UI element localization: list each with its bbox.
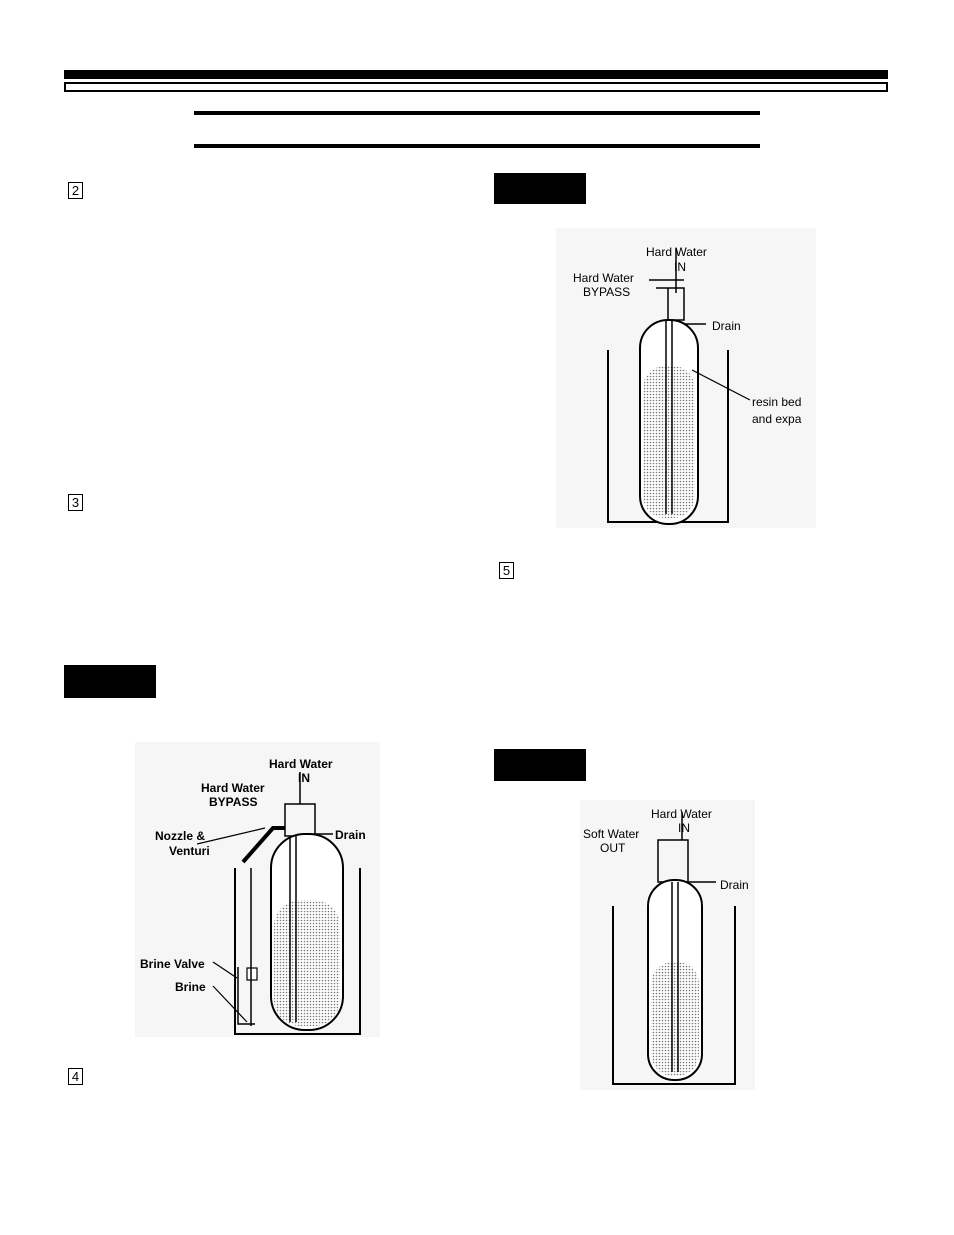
label-drain: Drain — [712, 319, 741, 333]
figure-brine: Hard Water IN Hard Water BYPASS Nozzle &… — [135, 742, 380, 1037]
label-resin-1: resin bed — [752, 395, 801, 409]
title-rule-bottom — [194, 144, 760, 148]
label-hard-water: Hard Water — [269, 757, 333, 771]
black-label-rinse — [494, 749, 586, 781]
label-resin-2: and expa — [752, 412, 802, 426]
label-brine-valve: Brine Valve — [140, 957, 205, 971]
black-label-brine — [64, 665, 156, 698]
step-5-box: 5 — [499, 562, 514, 579]
black-label-backwash — [494, 173, 586, 204]
label-drain: Drain — [720, 878, 749, 892]
header-outline-bar — [64, 82, 888, 92]
label-in: IN — [298, 771, 310, 785]
label-hard-water-bypass-1: Hard Water — [201, 781, 265, 795]
label-venturi: Venturi — [169, 844, 210, 858]
label-out: OUT — [600, 841, 626, 855]
label-bypass: BYPASS — [209, 795, 257, 809]
label-soft-water: Soft Water — [583, 827, 639, 841]
figure-rinse: Hard Water IN Soft Water OUT Drain — [580, 800, 755, 1090]
label-nozzle: Nozzle & — [155, 829, 205, 843]
label-hard-water-bypass-1: Hard Water — [573, 271, 634, 285]
label-bypass: BYPASS — [583, 285, 630, 299]
label-brine: Brine — [175, 980, 206, 994]
step-2-box: 2 — [68, 182, 83, 199]
label-in: IN — [674, 260, 686, 274]
label-drain: Drain — [335, 828, 366, 842]
label-in: IN — [678, 821, 690, 835]
figure-backwash: Hard Water IN Hard Water BYPASS Drain re… — [556, 228, 816, 528]
step-4-box: 4 — [68, 1068, 83, 1085]
header-thick-bar — [64, 70, 888, 79]
title-rule-top — [194, 111, 760, 115]
step-3-box: 3 — [68, 494, 83, 511]
